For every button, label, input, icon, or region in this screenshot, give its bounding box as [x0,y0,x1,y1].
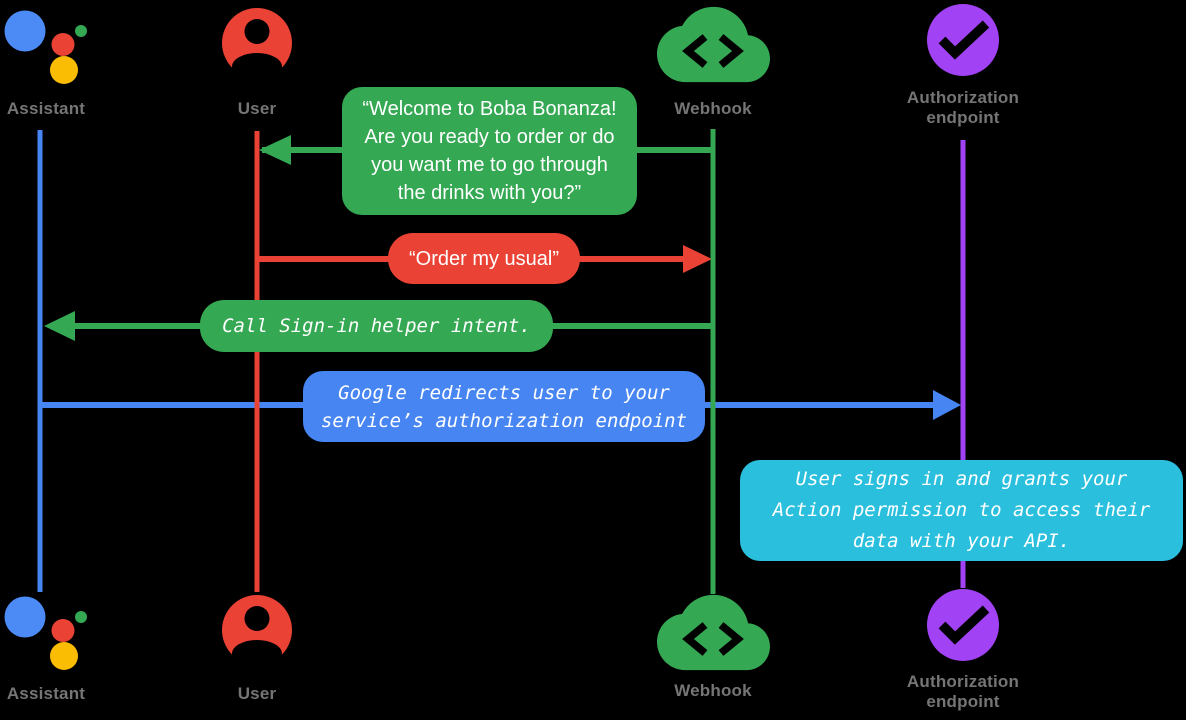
participant-label-user: User [237,684,277,703]
note-bubble-user-signs-in: User signs in and grants your Action per… [740,460,1183,561]
cloud-code-icon [657,6,770,83]
participant-label-authorization-endpoint: Authorization endpoint [906,88,1020,127]
participant-label-assistant: Assistant [6,99,86,118]
message-bubble-signin-helper: Call Sign-in helper intent. [200,300,553,352]
check-circle-icon [927,589,999,661]
check-circle-icon [927,4,999,76]
person-icon [222,595,292,667]
participant-label-user: User [237,99,277,118]
participant-label-webhook: Webhook [674,681,752,700]
message-bubble-order-my-usual: “Order my usual” [388,233,580,284]
google-assistant-icon [4,10,87,84]
cloud-code-icon [657,595,770,670]
participant-label-authorization-endpoint: Authorization endpoint [906,672,1020,711]
participant-label-assistant: Assistant [6,684,86,703]
message-bubble-welcome: “Welcome to Boba Bonanza! Are you ready … [342,87,637,215]
person-icon [222,8,292,80]
message-bubble-redirect: Google redirects user to your service’s … [303,371,705,442]
participant-label-webhook: Webhook [674,99,752,118]
google-assistant-icon [4,596,87,670]
